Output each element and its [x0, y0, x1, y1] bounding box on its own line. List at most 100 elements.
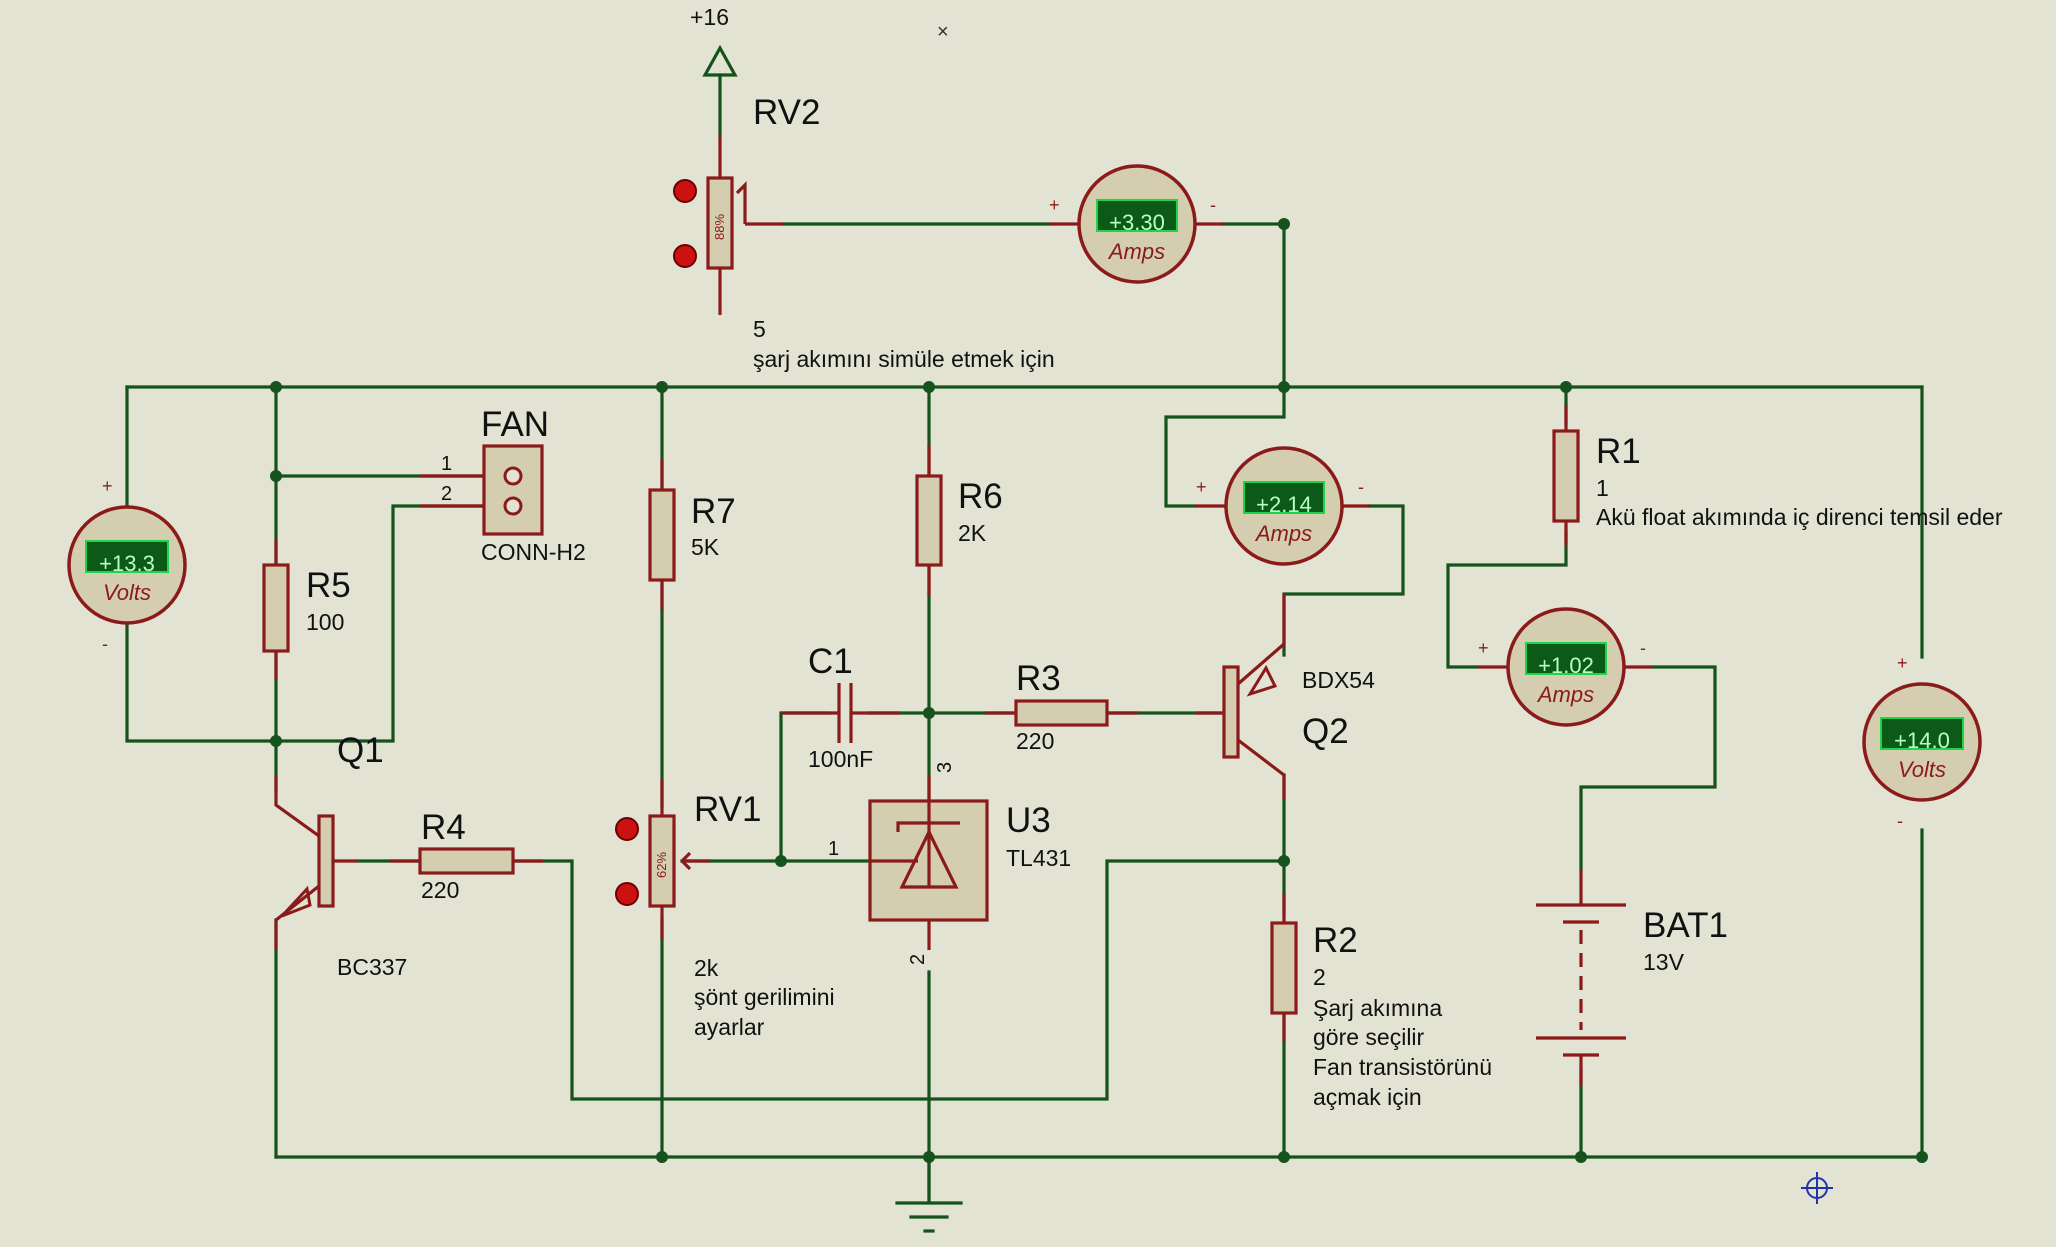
ammeter-mid-plus: + — [1196, 477, 1207, 497]
u3-ref: U3 — [1006, 801, 1051, 840]
rv1-increase-icon[interactable] — [615, 817, 639, 841]
u3-pin2-label: 2 — [907, 954, 929, 965]
junction-nodes — [270, 218, 1928, 1163]
voltmeter-right-plus: + — [1897, 653, 1908, 673]
c1-value: 100nF — [808, 746, 873, 772]
close-marker-icon: × — [937, 21, 949, 43]
ammeter-battery[interactable]: +1.02 Amps + - — [1477, 607, 1651, 727]
r3-ref: R3 — [1016, 659, 1061, 698]
rv1-value: 2k — [694, 955, 719, 981]
wires — [125, 73, 1924, 1199]
r6-value: 2K — [958, 520, 987, 546]
q1-ref: Q1 — [337, 731, 384, 770]
transistor-q1[interactable]: Q1 BC337 — [274, 731, 407, 980]
ammeter-mid-minus: - — [1358, 477, 1364, 497]
q1-emitter-arrow-icon — [280, 885, 312, 918]
bat1-value: 13V — [1643, 949, 1685, 975]
junction-node — [923, 707, 935, 719]
junction-node — [1278, 1151, 1290, 1163]
voltmeter-right-minus: - — [1897, 811, 1903, 831]
rv2-increase-icon[interactable] — [673, 179, 697, 203]
junction-node — [923, 381, 935, 393]
rv2-ref: RV2 — [753, 93, 820, 132]
r3-value: 220 — [1016, 728, 1054, 754]
fan-pin1-label: 1 — [441, 453, 452, 475]
q2-ref: Q2 — [1302, 712, 1349, 751]
ammeter-mid[interactable]: +2.14 Amps + - — [1196, 446, 1370, 566]
r5-ref: R5 — [306, 566, 351, 605]
resistor-r1[interactable]: R1 1 Akü float akımında iç direnci temsi… — [1552, 405, 2003, 545]
r5-value: 100 — [306, 609, 344, 635]
rv2-potentiometer[interactable]: 88% RV2 5 şarj akımını simüle etmek için — [673, 93, 1055, 372]
voltmeter-right[interactable]: +14.0 Volts + - — [1862, 653, 1982, 831]
rv1-decrease-icon[interactable] — [615, 882, 639, 906]
rv1-potentiometer[interactable]: 62% RV1 2k şönt gerilimini ayarlar — [615, 780, 835, 1040]
r2-ref: R2 — [1313, 921, 1358, 960]
voltmeter-left[interactable]: +13.3 Volts + - — [67, 476, 187, 654]
r4-value: 220 — [421, 877, 459, 903]
r1-ref: R1 — [1596, 432, 1641, 471]
resistor-r4[interactable]: R4 220 — [390, 808, 543, 903]
junction-node — [1278, 218, 1290, 230]
ammeter-mid-unit: Amps — [1254, 521, 1312, 546]
rv1-note-line1: şönt gerilimini — [694, 984, 835, 1010]
junction-node — [775, 855, 787, 867]
fan-pin2-label: 2 — [441, 483, 452, 505]
resistor-r3[interactable]: R3 220 — [985, 659, 1138, 754]
ammeter-top-unit: Amps — [1107, 239, 1165, 264]
ammeter-top-plus: + — [1049, 195, 1060, 215]
q2-emitter-arrow-icon — [1246, 664, 1278, 697]
rv2-value: 5 — [753, 316, 766, 342]
battery-bat1[interactable]: BAT1 13V — [1536, 870, 1728, 1085]
junction-node — [656, 1151, 668, 1163]
rv1-ref: RV1 — [694, 790, 761, 829]
ammeter-battery-plus: + — [1478, 638, 1489, 658]
capacitor-c1[interactable]: C1 100nF — [781, 642, 900, 772]
junction-node — [1575, 1151, 1587, 1163]
c1-ref: C1 — [808, 642, 853, 681]
rv2-decrease-icon[interactable] — [673, 244, 697, 268]
bat1-ref: BAT1 — [1643, 906, 1728, 945]
resistor-r7[interactable]: R7 5K — [648, 460, 736, 610]
transistor-q2[interactable]: BDX54 Q2 — [1196, 594, 1375, 800]
rv2-percent: 88% — [712, 214, 727, 240]
fan-pin2-icon — [503, 496, 523, 516]
rv2-note: şarj akımını simüle etmek için — [753, 346, 1055, 372]
ammeter-top-reading: +3.30 — [1109, 210, 1165, 235]
r2-note-line2: göre seçilir — [1313, 1024, 1425, 1050]
ammeter-mid-reading: +2.14 — [1256, 492, 1312, 517]
rv1-percent: 62% — [654, 852, 669, 878]
voltmeter-left-plus: + — [102, 476, 113, 496]
r1-note: Akü float akımında iç direnci temsil ede… — [1596, 504, 2003, 530]
u3-pin1-label: 1 — [828, 838, 839, 860]
fan-type: CONN-H2 — [481, 539, 586, 565]
junction-node — [656, 381, 668, 393]
r7-ref: R7 — [691, 492, 736, 531]
origin-marker-icon — [1801, 1172, 1833, 1204]
r1-value: 1 — [1596, 475, 1609, 501]
voltmeter-left-minus: - — [102, 634, 108, 654]
ammeter-battery-unit: Amps — [1536, 682, 1594, 707]
r2-note-line1: Şarj akımına — [1313, 995, 1442, 1021]
fan-ref: FAN — [481, 405, 549, 444]
ammeter-top-minus: - — [1210, 195, 1216, 215]
r2-note-line3: Fan transistörünü — [1313, 1054, 1492, 1080]
fan-pin1-icon — [503, 466, 523, 486]
supply-arrow-icon — [702, 44, 738, 77]
rv1-note-line2: ayarlar — [694, 1014, 765, 1040]
ammeter-top[interactable]: +3.30 Amps + - — [1049, 164, 1224, 284]
u3-type: TL431 — [1006, 845, 1071, 871]
resistor-r5[interactable]: R5 100 — [262, 540, 351, 680]
fan-connector[interactable]: FAN CONN-H2 1 2 — [420, 405, 586, 565]
junction-node — [1916, 1151, 1928, 1163]
resistor-r2[interactable]: R2 2 Şarj akımına göre seçilir Fan trans… — [1270, 893, 1492, 1110]
voltmeter-right-reading: +14.0 — [1894, 728, 1950, 753]
resistor-r6[interactable]: R6 2K — [915, 445, 1003, 596]
junction-node — [270, 470, 282, 482]
u3-shunt-regulator[interactable]: U3 TL431 1 3 2 — [828, 762, 1071, 965]
junction-node — [1560, 381, 1572, 393]
supply-terminal[interactable]: +16 — [690, 4, 738, 77]
junction-node — [1278, 381, 1290, 393]
r2-value: 2 — [1313, 964, 1326, 990]
